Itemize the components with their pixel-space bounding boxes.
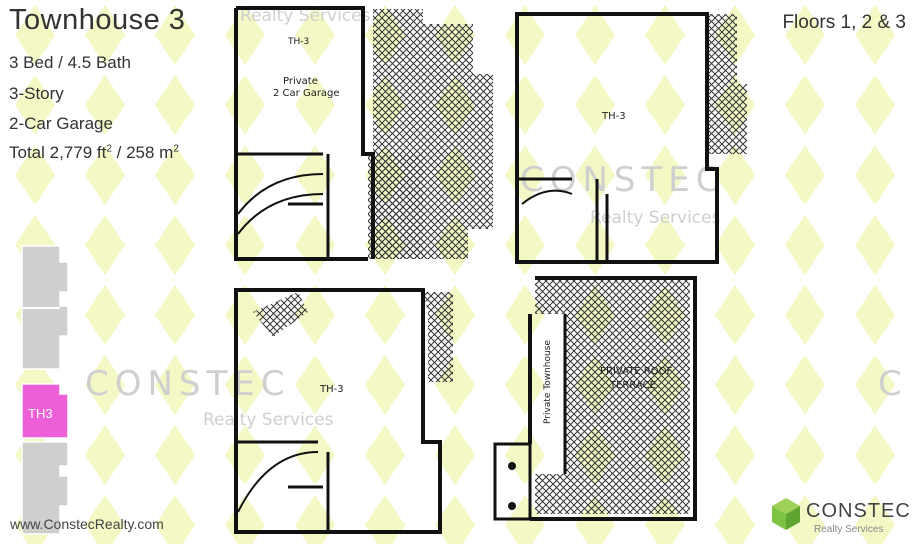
plan3-label: TH-3 [319,384,344,395]
floor-plan-2: TH-3 [515,12,747,264]
plan4-room2: PRIVATE ROOF [600,366,672,377]
key-plan [21,245,69,535]
plan1-room2: 2 Car Garage [273,88,340,99]
floor-plan-3: TH-3 [234,288,453,534]
plan1-room: Private [283,76,318,87]
website-link[interactable]: www.ConstecRealty.com [10,516,164,532]
spec-garage: 2-Car Garage [9,114,113,133]
watermark-brand-center: CONSTEC [85,364,291,404]
sup-ft: 2 [106,143,112,155]
spec-total-prefix: Total 2,779 ft [9,143,107,162]
watermark-sub-right: Realty Services [590,208,721,228]
logo-name: CONSTEC [806,500,911,522]
plan4-room3: TERRACE [609,380,656,391]
sup-m: 2 [173,143,179,155]
plan4-room1: Private Townhouse [543,340,553,424]
page-title: Townhouse 3 [9,4,186,36]
plan2-label: TH-3 [601,111,626,122]
spec-stories: 3-Story [9,84,64,103]
floor-plan-4: Private Townhouse PRIVATE ROOF TERRACE [493,276,697,521]
spec-beds-baths: 3 Bed / 4.5 Bath [9,53,131,72]
logo-sub: Realty Services [814,524,884,535]
spec-total-area: Total 2,779 ft2 / 258 m2 [9,143,179,163]
floors-label: Floors 1, 2 & 3 [782,12,906,33]
constec-logo: CONSTEC Realty Services [770,496,910,536]
watermark-brand-edge: C [878,364,908,404]
floor-plan-1: TH-3 Private 2 Car Garage [234,6,493,261]
logo-cube-icon [772,498,800,530]
plan1-label: TH-3 [287,37,309,47]
watermark-sub-top: Realty Services [240,6,371,26]
keyplan-highlight-label: TH3 [28,406,53,421]
spec-total-mid: / 258 m [111,143,174,162]
